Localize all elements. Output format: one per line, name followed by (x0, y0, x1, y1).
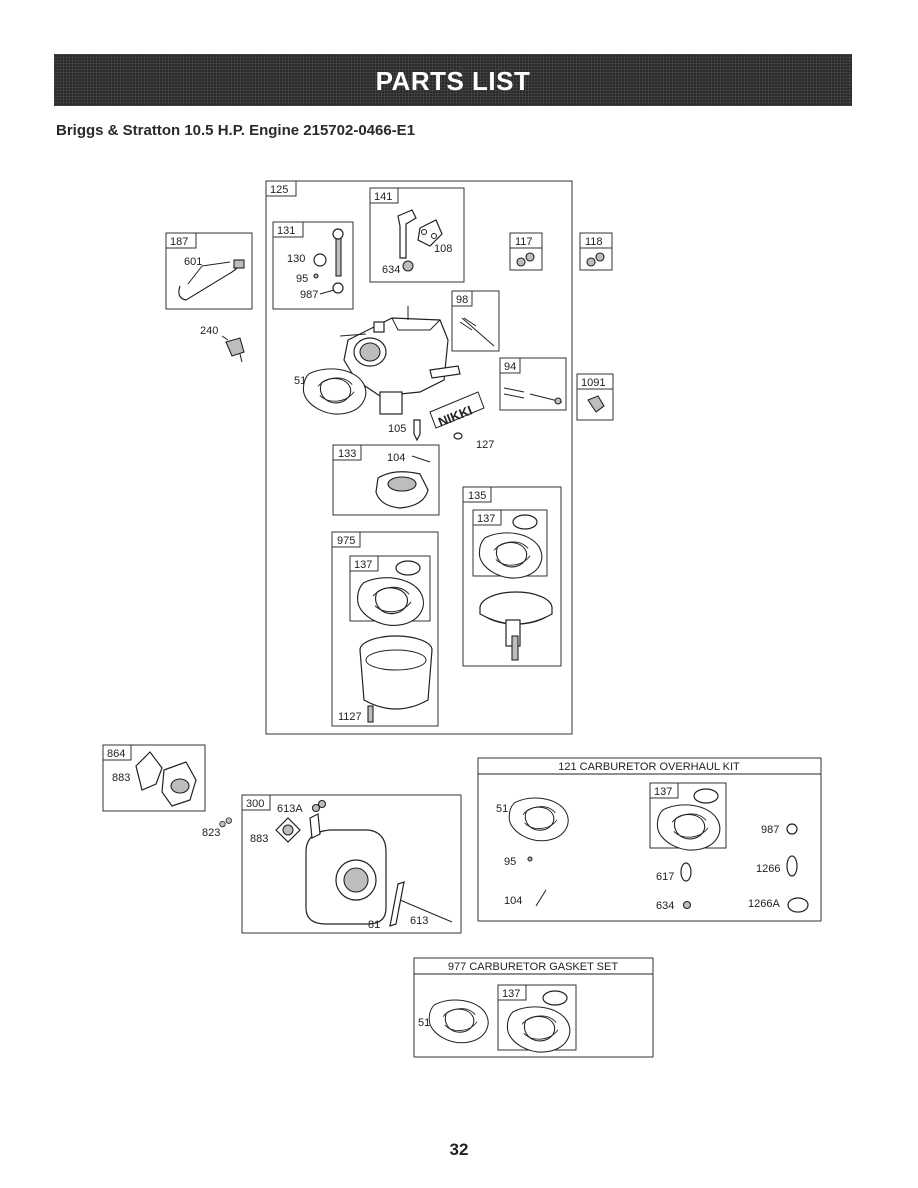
part-240: 240 (200, 325, 245, 363)
label-613: 613 (410, 915, 428, 927)
part-823: 823 (202, 817, 232, 839)
label-104: 104 (387, 452, 405, 464)
assembly-864: 864 883 (102, 744, 206, 812)
assembly-187: 187 601 (165, 232, 253, 310)
kit-label-617: 617 (656, 871, 674, 883)
label-95: 95 (296, 273, 308, 285)
label-108: 108 (434, 243, 452, 255)
assembly-1091: 1091 (576, 373, 614, 421)
label-1091: 1091 (581, 377, 605, 389)
assembly-131: 131 130 95 987 (272, 221, 354, 310)
set-label-137: 137 (502, 988, 520, 1000)
label-137-a: 137 (477, 513, 495, 525)
carburetor-body (339, 306, 461, 415)
kit-label-987: 987 (761, 824, 779, 836)
label-883-b: 883 (250, 833, 268, 845)
kit-label-104: 104 (504, 895, 522, 907)
label-987: 987 (300, 289, 318, 301)
label-137-b: 137 (354, 559, 372, 571)
label-98: 98 (456, 294, 468, 306)
kit-label-95: 95 (504, 856, 516, 868)
label-105: 105 (388, 423, 406, 435)
label-135: 135 (468, 490, 486, 502)
label-131: 131 (277, 225, 295, 237)
gasket-set: 977 CARBURETOR GASKET SET 51 137 (413, 957, 654, 1058)
label-613A: 613A (277, 803, 303, 815)
page-number: 32 (449, 1140, 469, 1159)
engine-subtitle: Briggs & Stratton 10.5 H.P. Engine 21570… (56, 122, 416, 139)
assembly-141: 141 108 634 (369, 187, 465, 283)
assembly-125: 125 (265, 180, 573, 735)
assembly-118: 118 (579, 232, 613, 271)
label-118: 118 (585, 236, 603, 248)
part-127: 127 (453, 432, 494, 451)
assembly-135: 135 137 (462, 486, 562, 667)
label-117: 117 (515, 236, 533, 248)
label-823: 823 (202, 827, 220, 839)
gasket-set-title: 977 CARBURETOR GASKET SET (448, 961, 618, 973)
assembly-300: 300 613A 883 81 613 (241, 794, 462, 934)
label-51: 51 (294, 375, 306, 387)
kit-label-1266: 1266 (756, 863, 780, 875)
overhaul-kit-title: 121 CARBURETOR OVERHAUL KIT (558, 761, 740, 773)
label-1127: 1127 (338, 711, 362, 723)
label-133: 133 (338, 448, 356, 460)
assembly-975: 975 137 1127 (331, 531, 439, 727)
label-130: 130 (287, 253, 305, 265)
kit-label-51: 51 (496, 803, 508, 815)
overhaul-kit: 121 CARBURETOR OVERHAUL KIT 51 137 987 9… (477, 757, 822, 922)
label-883-a: 883 (112, 772, 130, 784)
label-240: 240 (200, 325, 218, 337)
label-864: 864 (107, 748, 125, 760)
label-125: 125 (270, 184, 288, 196)
parts-list-banner: PARTS LIST (54, 54, 852, 106)
part-51-gasket: 51 (294, 368, 367, 415)
assembly-117: 117 (509, 232, 543, 271)
label-634: 634 (382, 264, 400, 276)
assembly-94: 94 (499, 357, 567, 411)
label-187: 187 (170, 236, 188, 248)
page-title: PARTS LIST (375, 66, 531, 96)
label-975: 975 (337, 535, 355, 547)
label-81: 81 (368, 919, 380, 931)
kit-label-634: 634 (656, 900, 674, 912)
assembly-133: 133 104 (332, 444, 440, 516)
label-300: 300 (246, 798, 264, 810)
nikki-label: NIKKI (429, 391, 485, 430)
label-94: 94 (504, 361, 516, 373)
assembly-98: 98 (451, 290, 500, 352)
kit-label-1266A: 1266A (748, 898, 780, 910)
kit-label-137: 137 (654, 786, 672, 798)
part-105: 105 (388, 419, 421, 442)
label-601: 601 (184, 256, 202, 268)
label-127: 127 (476, 439, 494, 451)
set-label-51: 51 (418, 1017, 430, 1029)
label-141: 141 (374, 191, 392, 203)
